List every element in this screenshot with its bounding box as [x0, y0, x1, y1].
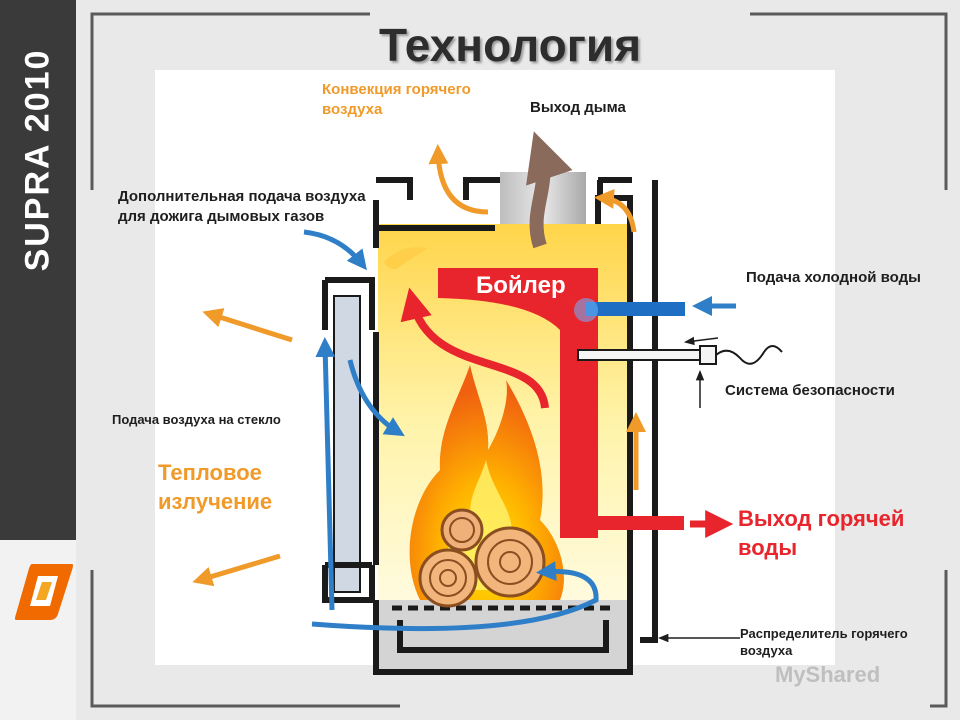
label-glass-air: Подача воздуха на стекло	[112, 412, 281, 427]
hot-water-pipe	[598, 516, 684, 530]
afterburn-flame	[384, 247, 428, 270]
label-heat-radiation: Тепловое излучение	[158, 460, 273, 514]
label-boiler: Бойлер	[476, 272, 566, 299]
watermark: MyShared	[775, 662, 881, 687]
label-convection: Конвекция горячего воздуха	[322, 81, 471, 118]
label-distributor: Распределитель горячего воздуха	[740, 626, 908, 658]
label-hot-water: Выход горячей воды	[738, 506, 905, 560]
door-glass	[322, 277, 375, 603]
page-title: Технология	[378, 19, 642, 71]
safety-probe	[577, 345, 783, 365]
brand-logo-icon	[15, 564, 73, 620]
boiler-tank	[438, 268, 598, 538]
cold-water-pipe	[585, 302, 685, 316]
smoke-arrow	[526, 131, 573, 249]
air-flow-arrows	[303, 229, 736, 632]
convection-arrows	[192, 144, 646, 587]
hot-gas-arrow	[400, 287, 549, 409]
ash-area	[378, 600, 630, 670]
label-smoke-exit: Выход дыма	[530, 99, 626, 116]
pointer-lines	[657, 336, 740, 643]
label-extra-air: Дополнительная подача воздуха для дожига…	[118, 188, 366, 225]
label-safety: Система безопасности	[725, 382, 895, 399]
label-cold-water: Подача холодной воды	[746, 269, 921, 286]
